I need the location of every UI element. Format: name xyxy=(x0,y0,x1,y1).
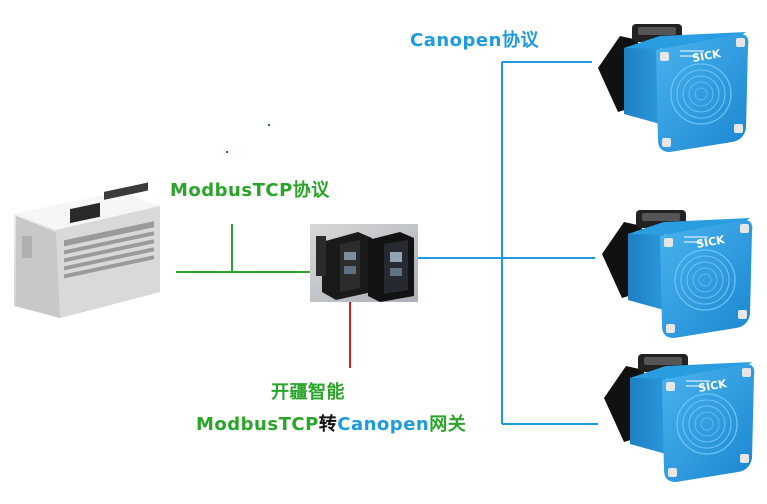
sensor-1: SICK xyxy=(597,23,749,153)
gateway-modbus-text: ModbusTCP xyxy=(196,414,319,435)
gateway-title: ModbusTCP转Canopen网关 xyxy=(196,410,466,436)
sensor-1-brand: SICK xyxy=(691,47,722,65)
modbus-link xyxy=(176,224,310,273)
gateway-guan-text: 网关 xyxy=(429,414,467,435)
decorative-dot xyxy=(268,124,270,126)
modbustcp-protocol-label: ModbusTCP协议 xyxy=(170,180,330,201)
canopen-bus xyxy=(418,61,598,425)
decorative-dot xyxy=(226,151,228,153)
plc-device xyxy=(14,182,160,318)
sensor-3: SICK xyxy=(603,353,755,483)
brand-name-label: 开疆智能 xyxy=(271,382,345,403)
gateway-device xyxy=(310,224,418,302)
canopen-protocol-label: Canopen协议 xyxy=(410,30,539,51)
gateway-canopen-text: Canopen xyxy=(337,414,430,435)
sensor-3-brand: SICK xyxy=(697,377,728,395)
gateway-zhuan-text: 转 xyxy=(318,414,338,435)
sensor-2: SICK xyxy=(601,209,753,339)
sensor-2-brand: SICK xyxy=(695,233,726,251)
